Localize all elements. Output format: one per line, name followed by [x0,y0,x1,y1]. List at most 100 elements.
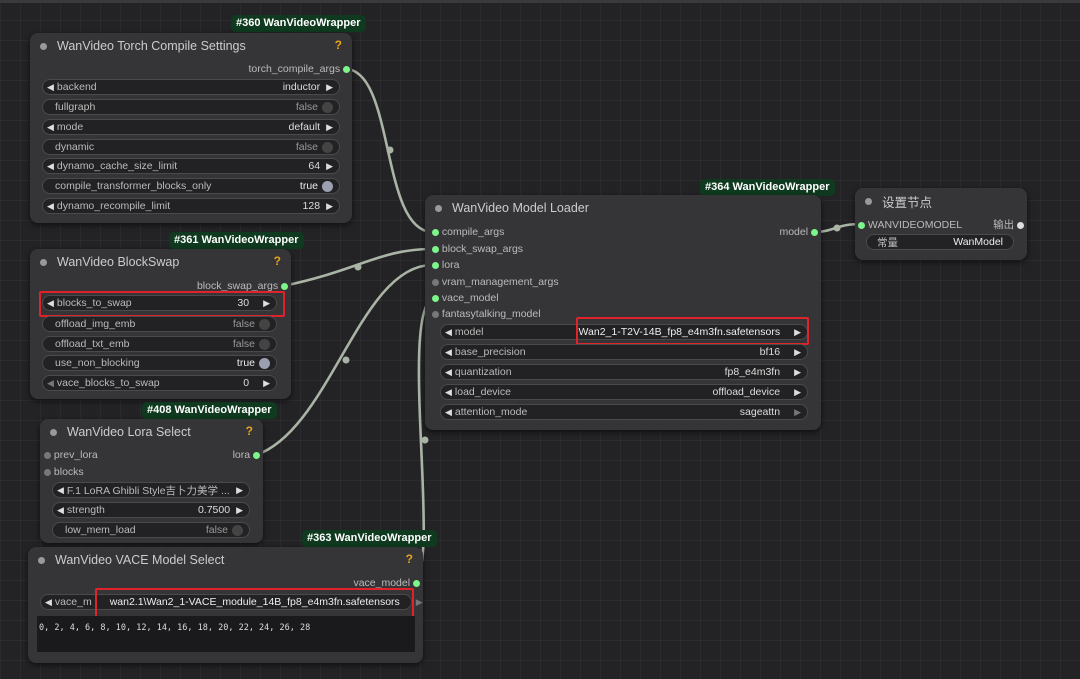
node-header[interactable]: WanVideo VACE Model Select ? [28,547,423,573]
toggle-knob-icon[interactable] [232,524,243,536]
collapse-dot-icon[interactable] [38,556,45,564]
arrow-left-icon[interactable]: ◀ [47,200,54,211]
input-prev-lora[interactable]: prev_lora [44,448,98,462]
node-header[interactable]: WanVideo Torch Compile Settings ? [30,33,352,59]
arrow-left-icon[interactable]: ◀ [47,160,54,171]
toggle-knob-icon[interactable] [322,180,333,192]
arrow-right-icon[interactable]: ▶ [794,366,801,377]
input-vram-management-args[interactable]: vram_management_args [432,275,559,289]
block-index-textarea[interactable]: 0, 2, 4, 6, 8, 10, 12, 14, 16, 18, 20, 2… [37,616,415,652]
output-vace-model[interactable]: vace_model [300,576,420,590]
toggle-knob-icon[interactable] [259,318,270,330]
arrow-right-icon[interactable]: ▶ [794,406,801,417]
node-header[interactable]: WanVideo Lora Select ? [40,419,263,445]
arrow-left-icon[interactable]: ◀ [47,377,54,388]
arrow-right-icon[interactable]: ▶ [326,81,333,92]
arrow-left-icon[interactable]: ◀ [45,596,52,607]
arrow-left-icon[interactable]: ◀ [445,326,452,337]
output-socket-icon[interactable] [281,282,288,290]
help-icon[interactable]: ? [334,38,342,52]
help-icon[interactable]: ? [405,552,413,566]
arrow-right-icon[interactable]: ▶ [236,504,243,515]
arrow-left-icon[interactable]: ◀ [57,504,64,515]
arrow-left-icon[interactable]: ◀ [57,484,64,495]
arrow-left-icon[interactable]: ◀ [445,366,452,377]
input-compile-args[interactable]: compile_args [432,225,504,239]
output-result[interactable]: 输出 [960,218,1024,232]
input-blocks[interactable]: blocks [44,465,84,479]
input-socket-icon[interactable] [858,221,865,229]
input-socket-icon[interactable] [44,468,51,476]
arrow-right-icon[interactable]: ▶ [415,596,423,607]
input-lora[interactable]: lora [432,258,459,272]
input-vace-model[interactable]: vace_model [432,291,499,305]
input-socket-icon[interactable] [432,261,439,269]
help-icon[interactable]: ? [273,254,281,268]
arrow-right-icon[interactable]: ▶ [794,326,801,337]
output-block-swap-args[interactable]: block_swap_args [170,279,288,293]
arrow-left-icon[interactable]: ◀ [47,121,54,132]
help-icon[interactable]: ? [245,424,253,438]
input-socket-icon[interactable] [432,294,439,302]
collapse-dot-icon[interactable] [40,42,47,50]
arrow-right-icon[interactable]: ▶ [794,346,801,357]
node-header[interactable]: WanVideo Model Loader [425,195,821,221]
output-model[interactable]: model [740,225,818,239]
input-socket-icon[interactable] [44,451,51,459]
arrow-right-icon[interactable]: ▶ [326,160,333,171]
input-fantasytalking-model[interactable]: fantasytalking_model [432,307,541,321]
input-block-swap-args[interactable]: block_swap_args [432,242,523,256]
toggle-knob-icon[interactable] [259,357,270,369]
output-torch-compile-args[interactable]: torch_compile_args [230,62,350,76]
toggle-knob-icon[interactable] [322,141,333,153]
arrow-left-icon[interactable]: ◀ [47,297,54,308]
arrow-right-icon[interactable]: ▶ [263,377,270,388]
collapse-dot-icon[interactable] [40,258,47,266]
collapse-dot-icon[interactable] [865,197,872,205]
input-socket-icon[interactable] [432,278,439,286]
output-socket-icon[interactable] [253,451,260,459]
arrow-left-icon[interactable]: ◀ [47,81,54,92]
widget-lora-name[interactable]: ◀F.1 LoRA Ghibli Style吉卜力美学 ...▶ [52,482,250,498]
output-lora[interactable]: lora [200,448,260,462]
output-socket-icon[interactable] [1017,221,1024,229]
output-socket-icon[interactable] [811,228,818,236]
output-socket-icon[interactable] [343,65,350,73]
collapse-dot-icon[interactable] [435,204,442,212]
arrow-left-icon[interactable]: ◀ [445,386,452,397]
arrow-right-icon[interactable]: ▶ [326,200,333,211]
output-socket-icon[interactable] [413,579,420,587]
collapse-dot-icon[interactable] [50,428,57,436]
input-socket-icon[interactable] [432,245,439,253]
arrow-right-icon[interactable]: ▶ [794,386,801,397]
node-header[interactable]: WanVideo BlockSwap ? [30,249,291,275]
arrow-right-icon[interactable]: ▶ [236,484,243,495]
input-socket-icon[interactable] [432,310,439,318]
input-socket-icon[interactable] [432,228,439,236]
input-wanvideomodel[interactable]: WANVIDEOMODEL [858,218,962,232]
node-header[interactable]: 设置节点 [855,188,1027,214]
arrow-left-icon[interactable]: ◀ [445,406,452,417]
toggle-knob-icon[interactable] [259,338,270,350]
arrow-left-icon[interactable]: ◀ [445,346,452,357]
